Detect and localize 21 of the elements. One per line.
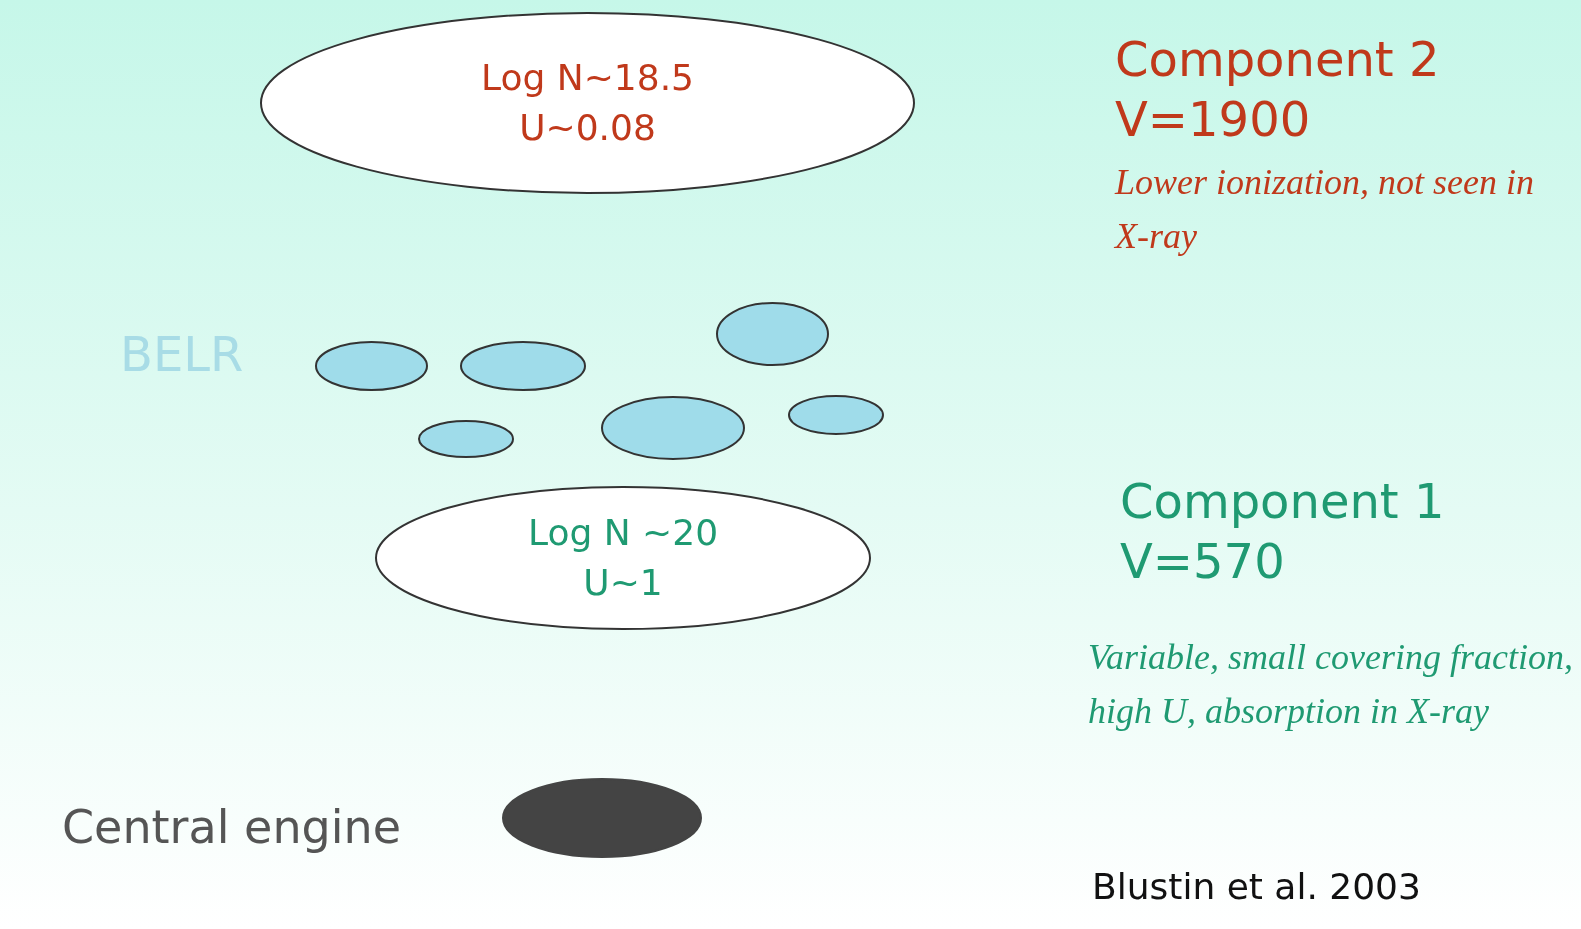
cloud-ellipse: [375, 486, 871, 630]
region-label: Central engine: [62, 800, 401, 854]
cloud-ellipse: [418, 420, 514, 458]
central-engine-ellipse: [502, 778, 702, 858]
velocity-value: V=1900: [1115, 90, 1311, 148]
cloud-parameter-text: Log N ~20: [527, 511, 719, 555]
cloud-ellipse: [788, 395, 884, 435]
cloud-ellipse: [315, 341, 428, 391]
velocity-value: V=570: [1120, 532, 1285, 590]
citation-text: Blustin et al. 2003: [1092, 866, 1421, 907]
cloud-parameter-text: U~0.08: [519, 106, 656, 150]
cloud-ellipse: [716, 302, 829, 366]
component-heading: Component 1: [1120, 472, 1445, 530]
component-heading: Component 2: [1115, 30, 1440, 88]
cloud-parameter-text: U~1: [583, 561, 663, 605]
cloud-ellipse: [601, 396, 745, 460]
cloud-ellipse: [260, 12, 915, 194]
cloud-ellipse: [460, 341, 586, 391]
description-text: Lower ionization, not seen in X-ray: [1115, 161, 1535, 258]
cloud-parameter-text: Log N~18.5: [481, 56, 694, 100]
description-text: Variable, small covering fraction, high U, absorption in X-ray: [1088, 636, 1574, 733]
